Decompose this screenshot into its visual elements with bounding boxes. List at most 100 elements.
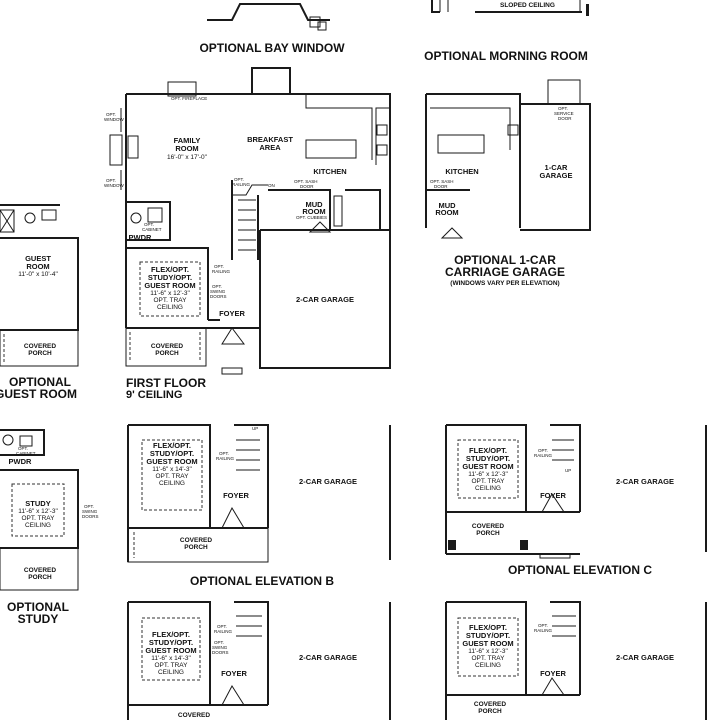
elev-c-flex-dim: 11'-6" x 12'-3" <box>468 471 508 478</box>
garage-label: 2-CAR GARAGE <box>296 295 354 304</box>
elev-e-railing: OPT. <box>538 623 548 628</box>
garage-1car-label: 1-CAR <box>545 163 569 172</box>
carriage-mud-label-2: ROOM <box>435 208 458 217</box>
elev-e-flex-3: GUEST ROOM <box>462 639 513 648</box>
elev-e-flex-2: STUDY/OPT. <box>466 631 510 640</box>
study-label: STUDY <box>25 499 50 508</box>
guest-title-2: GUEST ROOM <box>0 387 77 401</box>
elev-e-garage: 2-CAR GARAGE <box>616 653 674 662</box>
foyer-label: FOYER <box>219 309 245 318</box>
elevation-d-plan <box>127 601 391 720</box>
opt-cubbies-note: OPT. CUBBIES <box>296 215 327 220</box>
elev-b-flex-3: GUEST ROOM <box>146 457 197 466</box>
elev-d-flex-2: STUDY/OPT. <box>149 638 193 647</box>
opt-railing-note-b: OPT. <box>214 264 224 269</box>
carriage-kitchen-label: KITCHEN <box>445 167 478 176</box>
elev-b-porch-2: PORCH <box>184 544 208 551</box>
opt-swing-note-3: DOORS <box>210 294 227 299</box>
elev-d-flex-1: FLEX/OPT. <box>152 630 190 639</box>
opt-swing-note: OPT. <box>212 284 222 289</box>
elevation-c-title: OPTIONAL ELEVATION C <box>508 563 652 577</box>
elev-b-railing: OPT. <box>219 451 229 456</box>
opt-service-note: OPT. <box>558 106 568 111</box>
opt-window-note: OPT. <box>106 112 116 117</box>
elevation-b-title: OPTIONAL ELEVATION B <box>190 574 334 588</box>
elev-e-ceiling: CEILING <box>475 662 501 669</box>
elev-b-flex-2: STUDY/OPT. <box>150 449 194 458</box>
morning-room-title: OPTIONAL MORNING ROOM <box>424 49 588 63</box>
study-opt-tray: OPT. TRAY <box>22 515 56 522</box>
elev-d-porch: COVERED <box>178 712 210 719</box>
elev-b-railing-2: RAILING <box>216 456 235 461</box>
opt-cabinet-note: OPT. <box>144 222 154 227</box>
elev-e-porch: COVERED <box>474 701 506 708</box>
study-cabinet-note: OPT. <box>18 446 28 451</box>
porch-label-2: PORCH <box>155 350 179 357</box>
guest-room-plan <box>0 204 79 367</box>
family-room-label: FAMILY <box>174 136 201 145</box>
elev-c-railing: OPT. <box>538 448 548 453</box>
elev-d-railing-2: RAILING <box>214 629 233 634</box>
flex-label-2: STUDY/OPT. <box>148 273 192 282</box>
elev-e-foyer: FOYER <box>540 669 566 678</box>
flex-label-3: GUEST ROOM <box>144 281 195 290</box>
opt-fireplace-note: OPT. FIREPLACE <box>171 96 207 101</box>
carriage-sash-note: OPT. SASH <box>430 179 454 184</box>
elev-e-railing-2: RAILING <box>534 628 553 633</box>
elev-d-foyer: FOYER <box>221 669 247 678</box>
carriage-title-2: CARRIAGE GARAGE <box>445 265 565 279</box>
study-plan <box>0 429 79 591</box>
mud-room-label-2: ROOM <box>302 207 325 216</box>
first-floor-title: FIRST FLOOR <box>126 376 206 390</box>
flex-label-1: FLEX/OPT. <box>151 265 189 274</box>
elev-d-flex-dim: 11'-6" x 14'-3" <box>151 655 191 662</box>
opt-sash-door-note: OPT. SASH <box>294 179 318 184</box>
guest-porch-label-2: PORCH <box>28 350 52 357</box>
elev-d-swing-2: SWING <box>212 645 228 650</box>
elev-e-porch-2: PORCH <box>478 708 502 715</box>
study-pwdr-label: PWDR <box>9 457 32 466</box>
study-cabinet-note-2: CABINET <box>16 451 36 456</box>
study-porch-label-2: PORCH <box>28 574 52 581</box>
porch-label: COVERED <box>151 343 183 350</box>
opt-cabinet-note-2: CABINET <box>142 227 162 232</box>
elev-d-swing-3: DOORS <box>212 650 229 655</box>
family-room-dim: 16'-0" x 17'-0" <box>167 154 208 161</box>
breakfast-label: BREAKFAST <box>247 135 293 144</box>
kitchen-label: KITCHEN <box>313 167 346 176</box>
sloped-ceiling-label: SLOPED CEILING <box>500 2 555 9</box>
opt-window-note-b: OPT. <box>106 178 116 183</box>
opt-railing-note-b2: RAILING <box>212 269 231 274</box>
opt-swing-note-2: SWING <box>210 289 226 294</box>
elev-c-ceiling: CEILING <box>475 485 501 492</box>
guest-room-label-2: ROOM <box>26 262 49 271</box>
guest-room-dim: 11'-0" x 10'-4" <box>18 271 58 278</box>
opt-railing-note-2: RAILING <box>232 182 251 187</box>
breakfast-label-2: AREA <box>259 143 281 152</box>
elev-c-up: UP <box>565 468 571 473</box>
bay-window-detail <box>207 3 330 31</box>
opt-sash-door-note-2: DOOR <box>300 184 314 189</box>
study-ceiling: CEILING <box>25 522 51 529</box>
on-note: ON <box>268 183 275 188</box>
elev-c-porch-2: PORCH <box>476 530 500 537</box>
elev-b-ceiling: CEILING <box>159 480 185 487</box>
elev-b-flex-dim: 11'-6" x 14'-3" <box>152 466 192 473</box>
first-floor-ceiling: 9' CEILING <box>126 389 182 401</box>
elev-c-garage: 2-CAR GARAGE <box>616 477 674 486</box>
elev-b-flex-1: FLEX/OPT. <box>153 441 191 450</box>
guest-room-label: GUEST <box>25 254 51 263</box>
study-porch-label: COVERED <box>24 567 56 574</box>
elev-b-porch: COVERED <box>180 537 212 544</box>
elev-c-railing-2: RAILING <box>534 453 553 458</box>
flex-dim: 11'-6" x 12'-3" <box>150 290 190 297</box>
study-swing-note: OPT. <box>84 504 94 509</box>
bay-window-title: OPTIONAL BAY WINDOW <box>199 41 345 55</box>
elev-b-up: UP <box>252 426 258 431</box>
morning-room-detail <box>431 0 589 16</box>
elevation-c-plan <box>445 424 707 559</box>
carriage-garage-plan <box>425 79 591 239</box>
elev-c-foyer: FOYER <box>540 491 566 500</box>
family-room-label-2: ROOM <box>175 144 198 153</box>
